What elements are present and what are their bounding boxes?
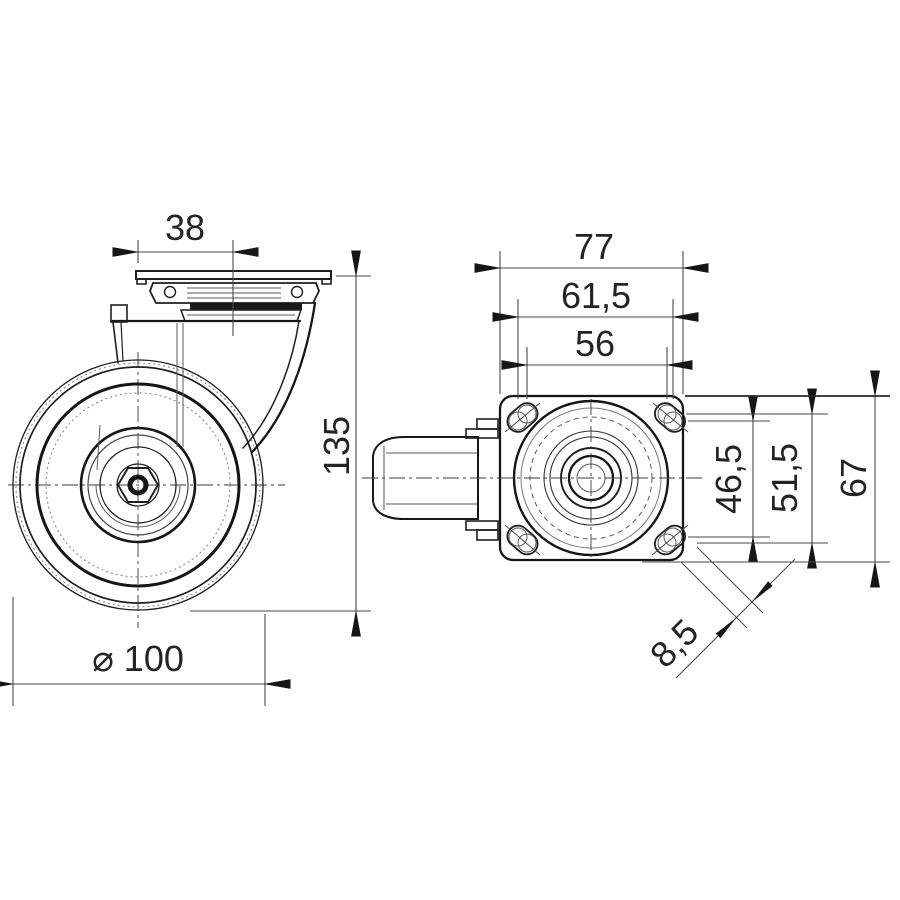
wheel-tread-outline bbox=[372, 436, 479, 520]
fork-leg-inner-edge bbox=[242, 320, 300, 449]
dim-label-67: 67 bbox=[833, 458, 874, 498]
axle-hex-nut bbox=[116, 467, 160, 503]
tire-outer bbox=[12, 359, 264, 611]
plan-view bbox=[362, 394, 706, 562]
dim-hole-pitch-wide: 61,5 bbox=[492, 275, 699, 399]
dim-label-46-5: 46,5 bbox=[708, 444, 749, 514]
dim-hole-pitch-narrow: 56 bbox=[501, 323, 693, 399]
rim-inner bbox=[79, 426, 197, 544]
fork-leg-outer-edge bbox=[250, 301, 317, 454]
dim-bolt-hole-width: 8,5 bbox=[642, 546, 796, 679]
axle-bolt-hole bbox=[127, 474, 149, 496]
bearing-ball-left bbox=[163, 285, 177, 299]
dim-label-38: 38 bbox=[165, 207, 205, 248]
bolt-slots bbox=[504, 402, 689, 556]
bolt-slot-top-left bbox=[504, 402, 541, 433]
bolt-slot-top-right bbox=[652, 402, 689, 433]
fork-end-boss bbox=[95, 484, 181, 528]
dim-wheel-diameter: ⌀ 100 bbox=[0, 597, 291, 706]
hub bbox=[99, 446, 177, 524]
arrowhead bbox=[715, 617, 737, 639]
dim-label-diameter-100: ⌀ 100 bbox=[92, 638, 184, 679]
fork-top-view bbox=[465, 418, 499, 541]
dim-label-135: 135 bbox=[316, 416, 357, 476]
dim-hole-pitch-vert-narrow: 46,5 bbox=[688, 395, 770, 563]
fork bbox=[95, 301, 317, 528]
dim-hole-pitch-vert-wide: 51,5 bbox=[686, 388, 828, 569]
arrowhead bbox=[752, 581, 773, 602]
bolt-slot-bottom-left bbox=[504, 524, 541, 556]
seal-band bbox=[190, 303, 302, 310]
dimensions: 38 135 ⌀ 100 77 61,5 bbox=[0, 207, 890, 706]
side-view bbox=[8, 270, 332, 628]
dim-label-56: 56 bbox=[575, 323, 615, 364]
rim-outer bbox=[35, 382, 241, 588]
dim-label-61-5: 61,5 bbox=[561, 275, 631, 316]
dim-overall-height: 135 bbox=[190, 250, 371, 637]
dim-plate-depth: 67 bbox=[642, 370, 890, 588]
bearing-housing bbox=[149, 282, 320, 304]
dim-plate-width: 77 bbox=[474, 226, 709, 394]
bolt-slot-bottom-right bbox=[651, 524, 689, 556]
bolt-boss bbox=[110, 304, 128, 323]
dim-label-51-5: 51,5 bbox=[764, 443, 805, 513]
hub-boss bbox=[99, 446, 177, 524]
bearing-ball-right bbox=[290, 285, 304, 299]
top-plate-side bbox=[135, 270, 332, 285]
wheel bbox=[12, 359, 264, 611]
swivel-head bbox=[110, 282, 320, 323]
dim-label-77: 77 bbox=[574, 226, 614, 267]
tire-inner-edge bbox=[19, 366, 257, 604]
dim-swivel-offset: 38 bbox=[112, 207, 259, 336]
dim-label-8-5: 8,5 bbox=[642, 611, 706, 675]
